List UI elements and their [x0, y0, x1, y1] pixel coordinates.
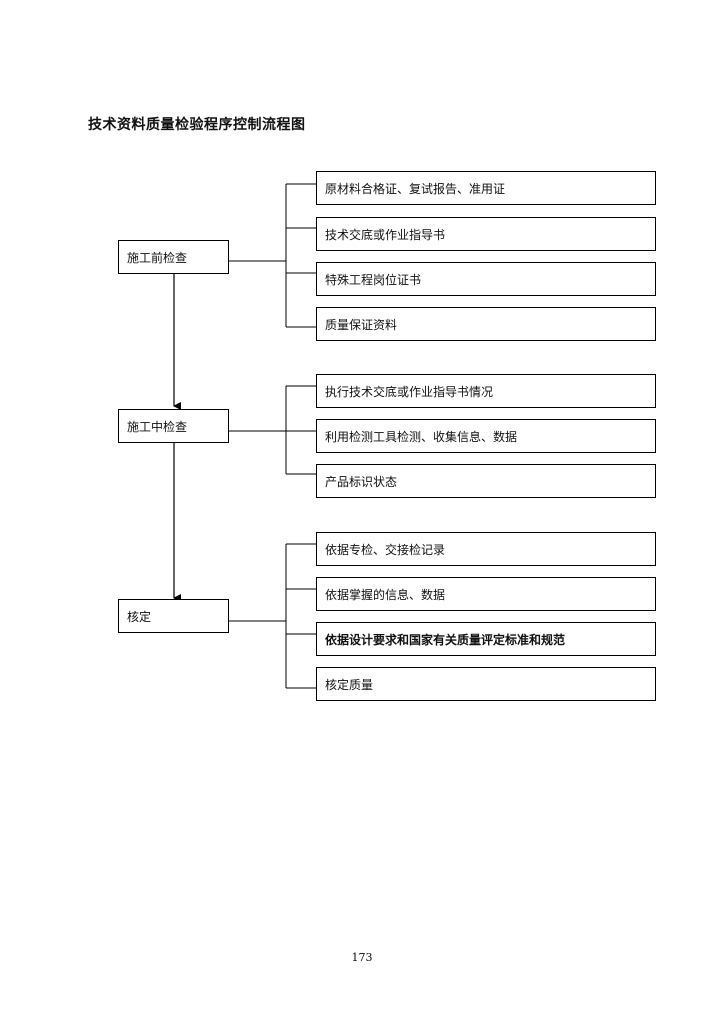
item-box: 核定质量 — [316, 667, 656, 701]
item-label: 利用检测工具检测、收集信息、数据 — [325, 429, 518, 444]
item-label: 技术交底或作业指导书 — [325, 227, 446, 242]
bracket-stage-2 — [229, 385, 316, 475]
stage-label: 施工中检查 — [127, 419, 188, 434]
stage-box-during-construction: 施工中检查 — [118, 409, 229, 443]
item-label: 依据专检、交接检记录 — [325, 542, 446, 557]
stage-label: 核定 — [127, 609, 152, 624]
item-label: 原材料合格证、复试报告、准用证 — [325, 181, 506, 196]
item-label: 核定质量 — [325, 677, 374, 692]
item-label: 执行技术交底或作业指导书情况 — [325, 384, 494, 399]
item-label: 特殊工程岗位证书 — [325, 272, 422, 287]
stage-box-verification: 核定 — [118, 599, 229, 633]
item-box: 质量保证资料 — [316, 307, 656, 341]
item-box: 依据专检、交接检记录 — [316, 532, 656, 566]
item-box: 原材料合格证、复试报告、准用证 — [316, 171, 656, 205]
item-label: 依据设计要求和国家有关质量评定标准和规范 — [325, 632, 566, 647]
item-box: 产品标识状态 — [316, 464, 656, 498]
item-box: 执行技术交底或作业指导书情况 — [316, 374, 656, 408]
page-number: 173 — [351, 951, 373, 964]
stage-box-pre-construction: 施工前检查 — [118, 240, 229, 274]
stage-label: 施工前检查 — [127, 250, 188, 265]
item-label: 产品标识状态 — [325, 474, 398, 489]
item-label: 质量保证资料 — [325, 317, 398, 332]
item-label: 依据掌握的信息、数据 — [325, 587, 446, 602]
item-box: 依据设计要求和国家有关质量评定标准和规范 — [316, 622, 656, 656]
item-box: 依据掌握的信息、数据 — [316, 577, 656, 611]
item-box: 特殊工程岗位证书 — [316, 262, 656, 296]
bracket-stage-3 — [229, 543, 316, 689]
bracket-stage-1 — [229, 183, 316, 328]
item-box: 利用检测工具检测、收集信息、数据 — [316, 419, 656, 453]
page-title: 技术资料质量检验程序控制流程图 — [88, 117, 306, 133]
item-box: 技术交底或作业指导书 — [316, 217, 656, 251]
